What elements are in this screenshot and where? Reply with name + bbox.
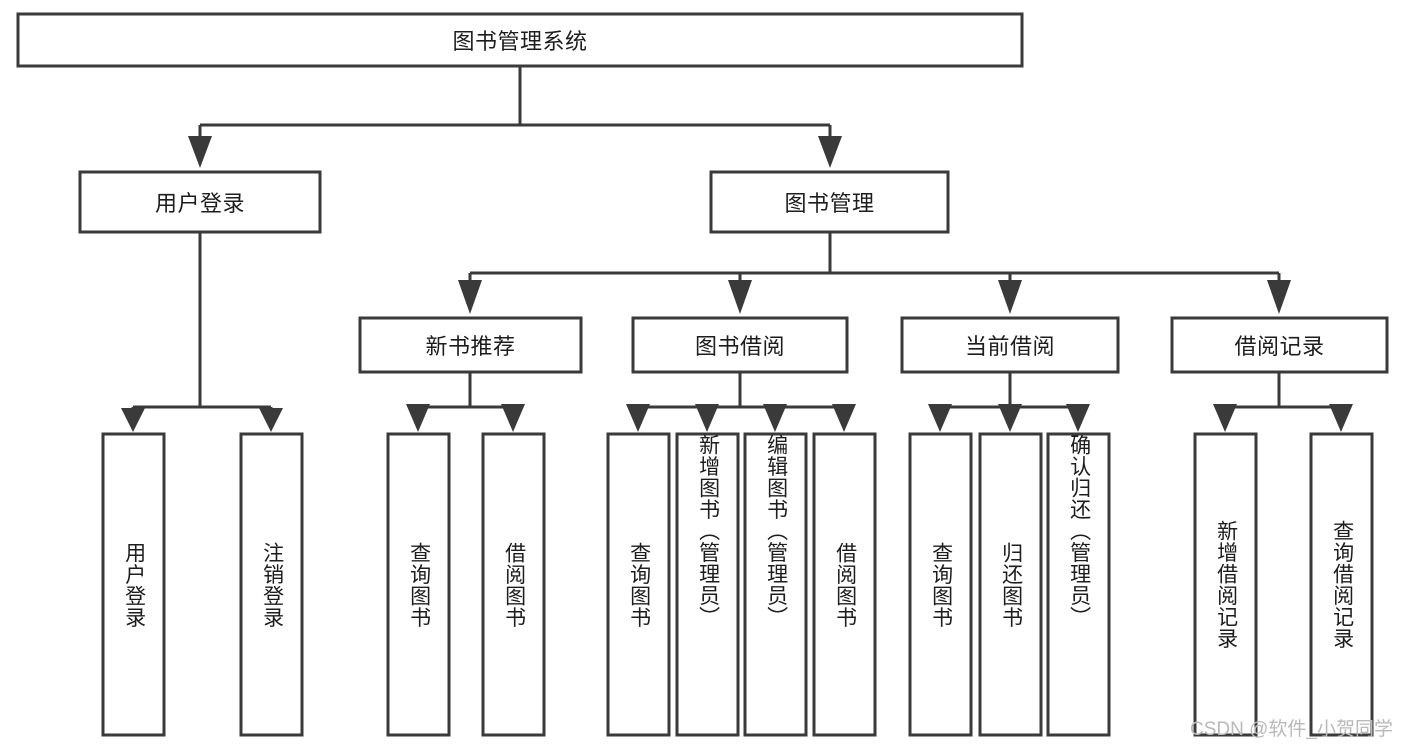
node-box-new-book-recommend[interactable] xyxy=(358,316,583,374)
connector-group-newbook xyxy=(406,372,525,432)
node-box-book-management[interactable] xyxy=(709,170,950,234)
node-box-borrow-records[interactable] xyxy=(1170,316,1389,374)
connector-group-bookborrow xyxy=(626,372,856,432)
arrowhead-user-login-action xyxy=(121,408,145,432)
arrowhead-current-borrow xyxy=(998,280,1022,314)
node-box-borrow-book-1[interactable] xyxy=(481,432,546,737)
node-box-user-login-action[interactable] xyxy=(101,432,166,737)
arrowhead-borrow-book-2 xyxy=(832,404,856,432)
arrowhead-borrow-records xyxy=(1267,280,1291,314)
arrowhead-userlogin xyxy=(188,136,212,168)
arrowhead-query-book-3 xyxy=(928,404,952,432)
arrowhead-edit-book-admin xyxy=(763,404,787,432)
arrowhead-user-logout-action xyxy=(259,408,283,432)
connector-group-currentborrow xyxy=(928,372,1090,432)
arrowhead-book-borrow xyxy=(728,280,752,314)
node-box-query-book-3[interactable] xyxy=(908,432,973,737)
arrowhead-query-book-1 xyxy=(406,404,430,432)
node-box-return-book[interactable] xyxy=(978,432,1043,737)
connector-group-root xyxy=(188,66,842,168)
arrowhead-query-book-2 xyxy=(626,404,650,432)
arrowhead-return-book xyxy=(998,404,1022,432)
arrowhead-bookmgmt xyxy=(818,136,842,168)
node-box-add-book-admin[interactable] xyxy=(675,432,740,737)
node-box-query-book-1[interactable] xyxy=(386,432,451,737)
node-box-current-borrow[interactable] xyxy=(900,316,1120,374)
connector-group-userlogin xyxy=(121,232,283,432)
arrowhead-confirm-return-admin xyxy=(1066,404,1090,432)
node-box-user-login[interactable] xyxy=(78,170,322,234)
node-box-book-borrow[interactable] xyxy=(631,316,849,374)
arrowhead-add-borrow-record xyxy=(1213,404,1237,432)
connector-group-bookmgmt xyxy=(458,232,1291,314)
csdn-watermark: CSDN @软件_小贺同学 xyxy=(1190,719,1393,740)
node-box-add-borrow-record[interactable] xyxy=(1193,432,1258,737)
arrowhead-query-borrow-record xyxy=(1329,404,1353,432)
node-box-query-borrow-record[interactable] xyxy=(1309,432,1374,737)
node-box-confirm-return-admin[interactable] xyxy=(1046,432,1111,737)
arrowhead-new-book-recommend xyxy=(458,280,482,314)
node-box-query-book-2[interactable] xyxy=(606,432,671,737)
arrowhead-borrow-book-1 xyxy=(501,404,525,432)
node-box-user-logout-action[interactable] xyxy=(239,432,304,737)
arrowhead-add-book-admin xyxy=(695,404,719,432)
node-box-root[interactable] xyxy=(16,12,1024,68)
node-box-borrow-book-2[interactable] xyxy=(812,432,877,737)
node-box-edit-book-admin[interactable] xyxy=(743,432,808,737)
connector-group-borrowrecords xyxy=(1213,372,1353,432)
